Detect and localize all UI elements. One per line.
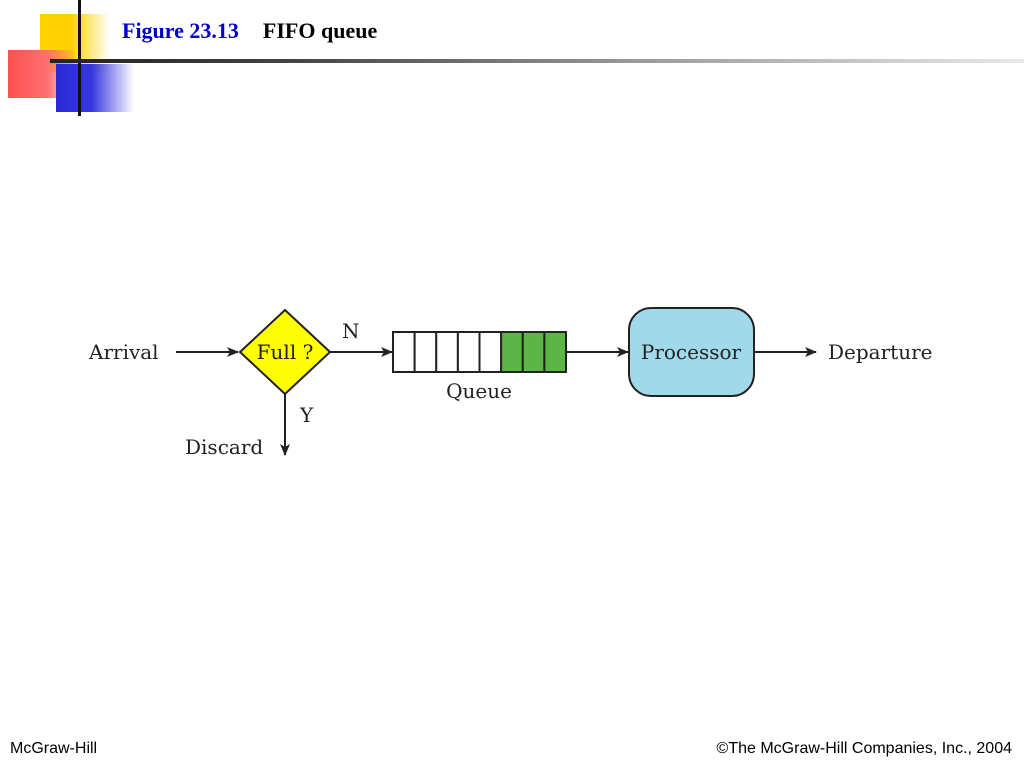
queue-slot-empty [456,331,481,373]
queue-slot-empty [478,331,503,373]
queue-slot-filled [543,331,568,373]
footer-copyright: ©The McGraw-Hill Companies, Inc., 2004 [716,740,1012,757]
yes-label: Y [299,403,314,427]
decision-label: Full ? [257,340,314,364]
processor-label: Processor [641,340,742,364]
departure-label: Departure [828,340,932,364]
decor-vertical-line [78,0,81,116]
slide-title: Figure 23.13 FIFO queue [122,18,377,44]
no-label: N [342,319,360,343]
queue-buffer [392,331,568,373]
queue-label: Queue [446,379,512,403]
decor-blue-square [56,64,134,112]
discard-label: Discard [185,435,263,459]
arrival-label: Arrival [88,340,159,364]
queue-slot-filled [500,331,524,373]
queue-slot-empty [435,331,459,373]
queue-slot-filled [521,331,546,373]
queue-slot-empty [413,331,438,373]
decor-horizontal-rule [50,59,1024,63]
footer-publisher: McGraw-Hill [10,740,98,757]
queue-slot-empty [392,331,416,373]
figure-number: Figure 23.13 [122,18,239,43]
figure-caption: FIFO queue [262,18,378,43]
